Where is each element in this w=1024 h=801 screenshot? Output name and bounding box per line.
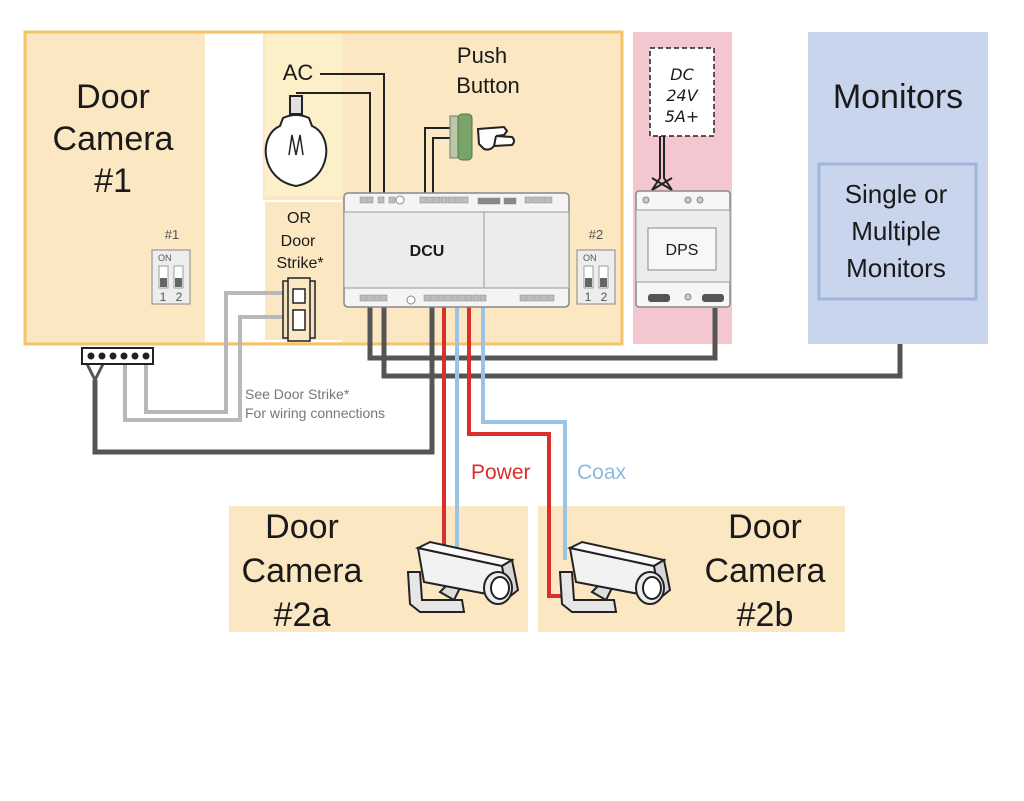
cctv-camera-2a-icon: [406, 540, 520, 613]
dps-label: DPS: [666, 242, 699, 259]
door-strike-label-or: OR: [287, 210, 311, 227]
strike-note-line2: For wiring connections: [245, 405, 385, 421]
coax-label: Coax: [577, 461, 627, 484]
dip-switch-1-on: ON: [158, 253, 172, 263]
door-camera-2b-line3: #2b: [737, 596, 794, 634]
push-button-label-line2: Button: [456, 73, 520, 98]
dip-switch-2-num2: 2: [601, 290, 608, 304]
lightbulb-icon: [264, 95, 328, 188]
door-camera-1-title-line3: #1: [94, 162, 132, 200]
dcu-module: DCU: [343, 192, 570, 308]
dcu-label: DCU: [410, 243, 445, 260]
dip-switch-1-num2: 2: [176, 290, 183, 304]
power-label: Power: [471, 461, 531, 484]
gray-strike-wires: [123, 291, 290, 422]
pointing-hand-icon: [476, 125, 515, 151]
door-strike-label-strike: Strike*: [276, 255, 323, 272]
monitors-panel: Monitors Single or Multiple Monitors: [808, 32, 988, 344]
push-button-icon: [449, 113, 473, 161]
push-button-label-line1: Push: [457, 43, 507, 68]
monitors-title: Monitors: [833, 78, 963, 116]
dark-bus-wires: [84, 305, 903, 455]
dip-switch-1-num1: 1: [160, 290, 167, 304]
cctv-camera-2b-icon: [558, 540, 672, 613]
ac-lamp-wires: [296, 73, 450, 198]
dps-module: DPS: [635, 190, 731, 308]
door-camera-1-title-line1: Door: [76, 78, 150, 116]
door-camera-2a-line1: Door: [265, 508, 339, 546]
door-camera-2a-line2: Camera: [242, 552, 363, 590]
monitors-inner-line1: Single or: [845, 179, 948, 209]
dip-switch-2: #2 ON 1 2: [576, 227, 616, 305]
door-camera-2a-line3: #2a: [274, 596, 331, 634]
door-strike-icon: [282, 277, 316, 342]
monitors-inner-line2: Multiple: [851, 216, 941, 246]
strike-note-line1: See Door Strike*: [245, 386, 350, 402]
monitors-inner-line3: Monitors: [846, 253, 946, 283]
dip-switch-2-on: ON: [583, 253, 597, 263]
dip-switch-2-num1: 1: [585, 290, 592, 304]
dc-label: DC: [670, 65, 694, 84]
power-wires: [442, 305, 562, 598]
door-camera-1-title-line2: Camera: [53, 120, 174, 158]
terminal-block-icon: [81, 347, 154, 365]
dip-switch-2-id: #2: [589, 227, 603, 242]
dip-switch-1-id: #1: [165, 227, 179, 242]
coax-wires: [455, 305, 567, 560]
door-camera-2b-line2: Camera: [705, 552, 826, 590]
dps-input-wires: [651, 136, 673, 191]
ac-label: AC: [283, 60, 314, 85]
door-camera-2b-line1: Door: [728, 508, 802, 546]
dc-voltage-label: 24V: [666, 86, 698, 105]
dc-current-label: 5A+: [665, 107, 700, 126]
dip-switch-1: #1 ON 1 2: [151, 227, 191, 305]
door-strike-label-door: Door: [281, 233, 316, 250]
